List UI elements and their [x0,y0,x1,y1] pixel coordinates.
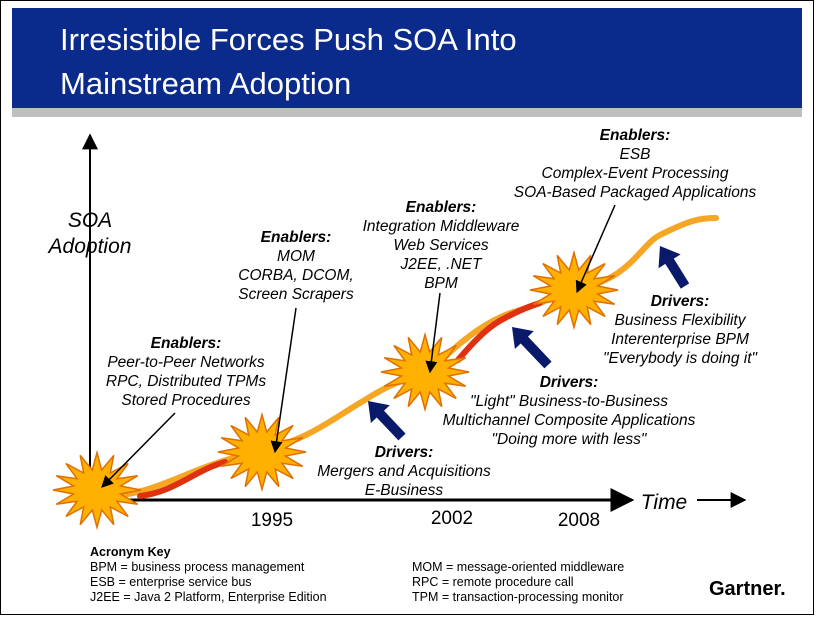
enablers-callout-4: Enablers: ESB Complex-Event Processing S… [514,126,756,202]
acronym-entry: TPM = transaction-processing monitor [412,590,624,604]
callout-line: "Light" Business-to-Business [470,393,668,410]
curve-red-segment-1 [137,459,228,499]
callout-heading: Enablers: [599,127,671,144]
callout-line: RPC, Distributed TPMs [105,373,267,390]
callout-arrow-4 [575,204,616,294]
callout-heading: Enablers: [150,335,222,352]
starburst [380,331,470,413]
callout-line: Peer-to-Peer Networks [107,354,265,371]
title-line-2: Mainstream Adoption [60,66,352,101]
callout-heading: Drivers: [650,293,710,310]
callout-line: MOM [277,248,315,265]
y-axis-label-line2: Adoption [48,235,132,258]
acronym-entry: BPM = business process management [90,560,305,574]
enablers-callout-3: Enablers: Integration Middleware Web Ser… [363,198,520,293]
acronym-key-title: Acronym Key [90,545,171,559]
callout-line: Complex-Event Processing [541,165,729,182]
callout-heading: Enablers: [405,199,477,216]
x-axis-label: Time [640,491,688,514]
enablers-callout-1: Enablers: Peer-to-Peer Networks RPC, Dis… [106,334,266,410]
callout-line: Mergers and Acquisitions [317,463,491,480]
callout-line: SOA-Based Packaged Applications [513,184,757,201]
y-axis-label-line1: SOA [67,209,113,232]
callout-arrow-2 [270,307,297,454]
acronym-entry: MOM = message-oriented middleware [412,560,625,574]
callout-line: E-Business [364,482,444,499]
callout-heading: Enablers: [260,229,332,246]
callout-line: ESB [619,146,651,163]
y-axis-label: SOA Adoption [49,208,132,260]
callout-line: Stored Procedures [121,392,251,409]
callout-line: Web Services [393,237,489,254]
callout-line: Interenterprise BPM [611,331,749,348]
callout-arrow-1 [101,412,176,488]
drivers-callout-2: Drivers: "Light" Business-to-Business Mu… [443,373,696,449]
starburst [52,449,142,531]
driver-arrow [658,246,690,289]
acronym-key-right: MOM = message-oriented middleware RPC = … [412,560,624,605]
gartner-logo: Gartner. [709,578,786,600]
callout-line: CORBA, DCOM, [238,267,354,284]
callout-heading: Drivers: [539,374,599,391]
acronym-entry: ESB = enterprise service bus [90,575,252,589]
drivers-callout-1: Drivers: Mergers and Acquisitions E-Busi… [317,443,490,500]
callout-line: Screen Scrapers [238,286,354,303]
driver-arrow [512,327,552,369]
callout-heading: Drivers: [374,444,434,461]
acronym-entry: RPC = remote procedure call [412,575,574,589]
header-stripe [12,108,802,117]
callout-line: BPM [424,275,458,292]
callout-line: "Doing more with less" [491,431,647,448]
drivers-callout-3: Drivers: Business Flexibility Interenter… [603,292,757,368]
driver-arrow [368,401,406,441]
year-label: 1995 [250,510,294,531]
starburst [529,249,619,331]
callout-arrow-3 [425,292,441,374]
title-line-1: Irresistible Forces Push SOA Into [60,22,517,57]
acronym-key: Acronym Key BPM = business process manag… [90,545,327,605]
callout-line: "Everybody is doing it" [602,350,758,367]
starburst [217,411,307,493]
callout-line: J2EE, .NET [400,256,482,273]
year-label: 2008 [557,510,601,531]
acronym-entry: J2EE = Java 2 Platform, Enterprise Editi… [90,590,327,604]
callout-line: Business Flexibility [614,312,746,329]
year-label: 2002 [430,508,474,529]
curve-red-segment-2 [455,315,508,363]
callout-line: Multichannel Composite Applications [442,412,696,429]
enablers-callout-2: Enablers: MOM CORBA, DCOM, Screen Scrape… [238,228,353,304]
title-banner: Irresistible Forces Push SOA Into Mainst… [12,8,802,108]
callout-line: Integration Middleware [362,218,520,235]
